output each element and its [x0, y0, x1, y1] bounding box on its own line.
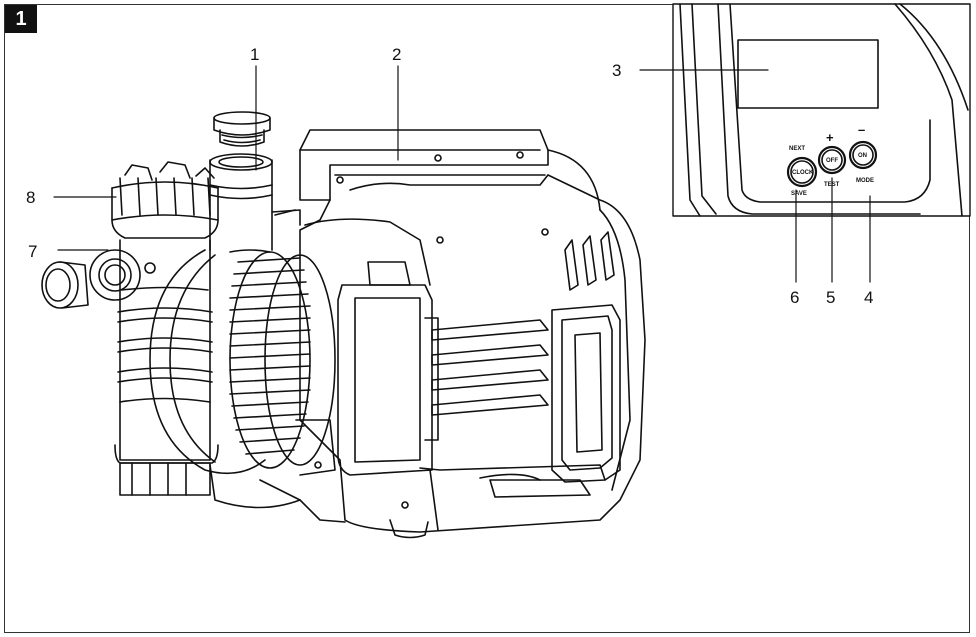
label-test: TEST — [824, 182, 840, 188]
label-next: NEXT — [789, 146, 805, 152]
display-screen — [737, 39, 879, 109]
callout-6: 6 — [790, 288, 799, 307]
callout-4: 4 — [864, 288, 873, 307]
label-save: SAVE — [791, 191, 807, 197]
pre-filter-housing — [41, 111, 301, 496]
callout-3: 3 — [612, 61, 621, 80]
label-plus: + — [826, 130, 834, 145]
callout-labels: 1 2 3 4 5 6 7 8 — [26, 45, 873, 307]
pump-body — [209, 129, 646, 539]
control-panel-inset — [672, 3, 971, 217]
figure-number-badge: 1 — [5, 5, 37, 33]
label-clock: CLOCK — [792, 170, 814, 176]
leader-lines — [53, 65, 871, 283]
motor-fins — [229, 249, 336, 476]
callout-1: 1 — [250, 45, 259, 64]
label-minus: – — [858, 122, 865, 137]
label-on: ON — [858, 153, 867, 159]
label-off: OFF — [826, 158, 838, 164]
callout-2: 2 — [392, 45, 401, 64]
on-button — [848, 140, 878, 170]
off-button — [817, 145, 847, 175]
label-mode: MODE — [856, 178, 874, 184]
callout-5: 5 — [826, 288, 835, 307]
clock-button — [786, 156, 818, 188]
callout-8: 8 — [26, 188, 35, 207]
panel-button-labels: NEXT CLOCK SAVE + OFF TEST – ON MODE — [789, 122, 874, 197]
callout-7: 7 — [28, 242, 37, 261]
